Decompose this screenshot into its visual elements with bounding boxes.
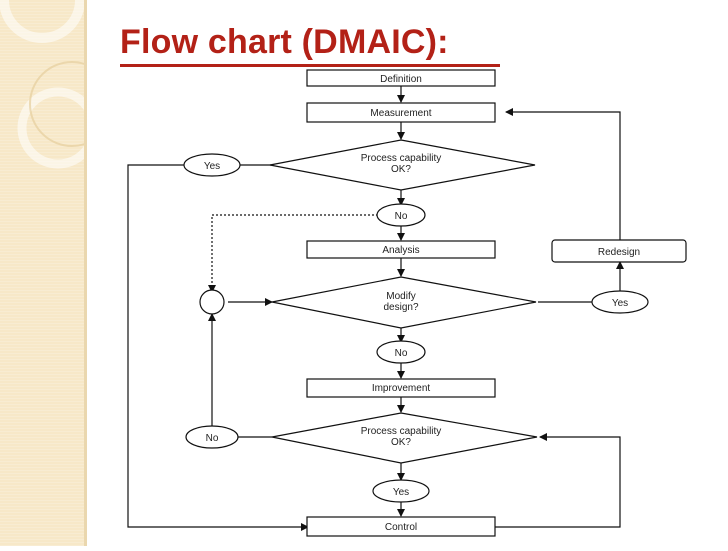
slide-title: Flow chart (DMAIC): <box>120 23 449 61</box>
decision-modify-design-line1: Modify <box>386 291 415 302</box>
answer-no-capability-2: No <box>185 425 239 449</box>
answer-yes-capability-2: Yes <box>372 479 430 503</box>
process-step-redesign: Redesign <box>551 239 687 263</box>
merge-connector <box>199 289 225 315</box>
answer-no-modify-label: No <box>395 348 408 359</box>
process-step-analysis: Analysis <box>306 240 496 259</box>
decision-capability-2-shape <box>271 412 538 464</box>
process-step-definition: Definition <box>306 69 496 87</box>
edge-yes-to-control <box>127 164 309 531</box>
decision-capability-1-line2: OK? <box>391 164 411 175</box>
edge-control-feedback <box>494 433 621 528</box>
analysis-label: Analysis <box>382 245 419 256</box>
decision-capability-1: Process capability OK? <box>269 139 536 191</box>
answer-no-modify: No <box>376 340 426 364</box>
answer-yes-capability-1: Yes <box>183 153 241 177</box>
sidebar-edge <box>84 0 87 546</box>
decision-modify-design-line2: design? <box>383 302 418 313</box>
process-step-improvement: Improvement <box>306 378 496 398</box>
answer-yes-modify-label: Yes <box>612 298 628 309</box>
answer-no-capability-2-label: No <box>206 433 219 444</box>
answer-no-capability-1: No <box>376 203 426 227</box>
measurement-box <box>306 102 496 123</box>
decision-modify-design-shape <box>271 276 537 329</box>
analysis-box <box>306 240 496 259</box>
process-step-control: Control <box>306 516 496 537</box>
control-box <box>306 516 496 537</box>
decision-modify-design: Modify design? <box>271 276 537 329</box>
decision-capability-1-line1: Process capability <box>361 153 442 164</box>
answer-yes-modify-shape <box>591 290 649 314</box>
answer-no-capability-1-label: No <box>395 211 408 222</box>
decision-capability-1-shape <box>269 139 536 191</box>
edge-no-to-merge-dotted <box>208 214 378 293</box>
edge-redesign-measurement <box>505 108 621 240</box>
decorative-sidebar <box>0 0 115 546</box>
decision-capability-2: Process capability OK? <box>271 412 538 464</box>
title-underline <box>120 64 500 67</box>
improvement-label: Improvement <box>372 383 431 394</box>
answer-yes-capability-1-label: Yes <box>204 161 220 172</box>
sidebar-ring-top <box>0 0 85 43</box>
answer-no-capability-1-shape <box>376 203 426 227</box>
merge-connector-circle <box>199 289 225 315</box>
redesign-label: Redesign <box>598 247 640 258</box>
connector-lines <box>127 86 624 531</box>
definition-label: Definition <box>380 74 422 85</box>
answer-yes-capability-2-label: Yes <box>393 487 409 498</box>
measurement-label: Measurement <box>370 108 431 119</box>
decision-capability-2-line2: OK? <box>391 437 411 448</box>
process-step-measurement: Measurement <box>306 102 496 123</box>
control-label: Control <box>385 522 417 533</box>
improvement-box <box>306 378 496 398</box>
answer-yes-modify: Yes <box>591 290 649 314</box>
redesign-box <box>551 239 687 263</box>
answer-yes-capability-1-shape <box>183 153 241 177</box>
answer-no-capability-2-shape <box>185 425 239 449</box>
answer-yes-capability-2-shape <box>372 479 430 503</box>
decision-capability-2-line1: Process capability <box>361 426 442 437</box>
definition-box <box>306 69 496 87</box>
answer-no-modify-shape <box>376 340 426 364</box>
